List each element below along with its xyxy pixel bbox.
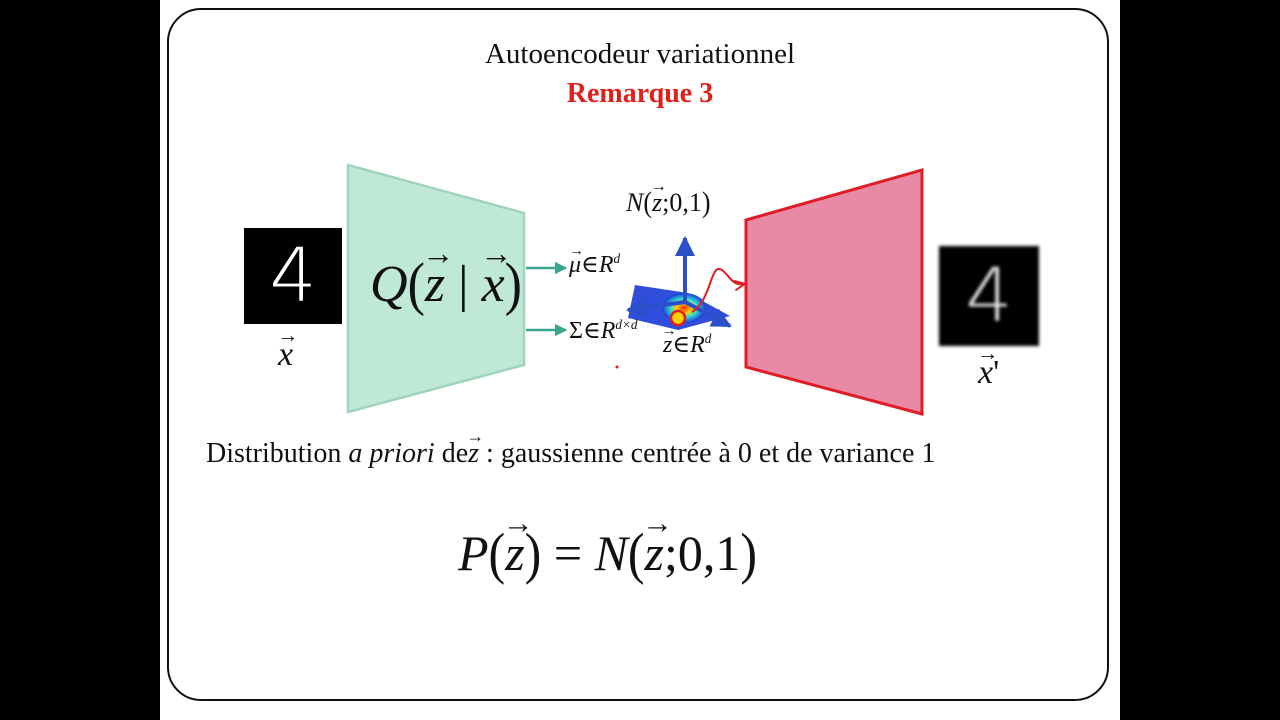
axis-left [626, 297, 686, 318]
output-label: x' [978, 354, 999, 392]
gaussian-plot [626, 236, 732, 330]
slide-frame [167, 8, 1109, 701]
prior-formula: P(z) = N(z;0,1) [458, 521, 757, 585]
sigma-label: Σ∈Rd×d [569, 317, 638, 344]
slide-title: Autoencodeur variationnel [484, 38, 796, 70]
encoder-label: Q(z | x) [370, 252, 522, 318]
input-label: x [278, 336, 293, 374]
output-digit-image: 4 [939, 246, 1039, 346]
slide: Autoencodeur variationnel Remarque 3 [160, 0, 1120, 720]
prior-description: Distribution a priori dez : gaussienne c… [206, 438, 935, 470]
mu-label: μ∈Rd [569, 250, 620, 279]
vae-diagram [346, 163, 924, 416]
prior-label: N(z;0,1) [626, 186, 711, 219]
input-digit-image: 4 [244, 228, 342, 324]
latent-label: z∈Rd [663, 330, 711, 359]
axis-right [684, 300, 732, 328]
decoder-shape [744, 168, 924, 416]
sample-curve [691, 267, 744, 313]
slide-subtitle: Remarque 3 [566, 78, 714, 109]
